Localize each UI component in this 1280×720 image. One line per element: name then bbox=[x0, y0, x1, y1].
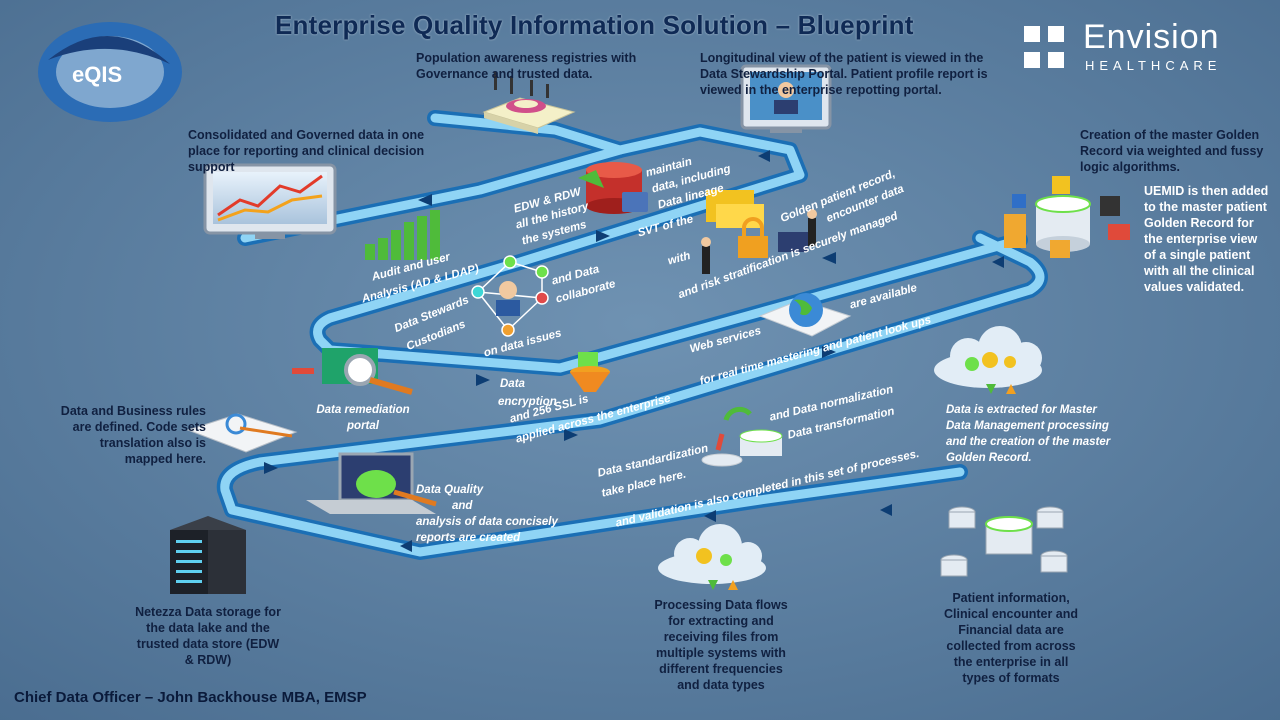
processing-flows-label: Processing Data flows for extracting and… bbox=[654, 598, 788, 692]
uemid-label: UEMID is then added to the master patien… bbox=[1144, 184, 1269, 294]
stewardship-monitor-icon bbox=[740, 64, 832, 133]
page-title: Enterprise Quality Information Solution … bbox=[275, 10, 914, 40]
encryption-label-1: Data bbox=[500, 378, 525, 390]
processing-cloud-gears-icon bbox=[658, 524, 766, 590]
envision-logo-name: Envision bbox=[1083, 18, 1220, 56]
data-quality-label-1: Data Quality bbox=[416, 484, 484, 496]
web-services-globe-icon bbox=[758, 293, 852, 337]
footer-credit: Chief Data Officer – John Backhouse MBA,… bbox=[14, 689, 367, 706]
remediation-portal-icon bbox=[292, 348, 413, 395]
envision-logo-subtitle: HEALTHCARE bbox=[1085, 58, 1222, 73]
encryption-label-2: encryption bbox=[498, 396, 557, 408]
registry-platform-icon bbox=[482, 72, 576, 134]
eqis-logo bbox=[38, 22, 182, 122]
data-quality-label-4: reports are created bbox=[416, 532, 521, 544]
netezza-server-icon bbox=[170, 516, 246, 594]
secure-folders-icon bbox=[701, 190, 817, 274]
business-rules-label: Data and Business rules are defined. Cod… bbox=[60, 404, 206, 466]
data-quality-laptop-icon bbox=[306, 452, 437, 514]
golden-record-database-icon bbox=[1004, 176, 1130, 258]
netezza-storage-label: Netezza Data storage for the data lake a… bbox=[135, 605, 281, 667]
eqis-logo-text: eQIS bbox=[72, 62, 123, 87]
stewards-network-icon bbox=[471, 255, 549, 337]
business-rules-document-icon bbox=[186, 413, 298, 453]
standardization-database-icon bbox=[701, 406, 783, 467]
golden-record-creation-label: Creation of the master Golden Record via… bbox=[1080, 128, 1264, 174]
mdm-extract-label: Data is extracted for Master Data Manage… bbox=[946, 404, 1111, 464]
population-registry-label: Population awareness registries with Gov… bbox=[416, 51, 637, 81]
data-quality-label-2: and bbox=[452, 500, 473, 512]
patient-information-label: Patient information, Clinical encounter … bbox=[943, 591, 1079, 685]
edw-database-icon bbox=[578, 162, 648, 214]
remediation-portal-label: Data remediation portal bbox=[316, 404, 410, 432]
patient-info-databases-icon bbox=[940, 506, 1068, 577]
mdm-cloud-gears-icon bbox=[934, 326, 1042, 394]
audit-bars-icon bbox=[365, 210, 440, 260]
envision-logo-mark bbox=[1024, 26, 1064, 68]
encryption-funnel-icon bbox=[570, 352, 610, 392]
data-quality-label-3: analysis of data concisely bbox=[416, 516, 558, 528]
reporting-monitor-icon bbox=[203, 163, 337, 239]
flow-arrows bbox=[264, 150, 1004, 552]
consolidated-data-label: Consolidated and Governed data in one pl… bbox=[188, 128, 425, 174]
pipe-network bbox=[216, 110, 1048, 560]
longitudinal-view-label: Longitudinal view of the patient is view… bbox=[700, 51, 988, 97]
